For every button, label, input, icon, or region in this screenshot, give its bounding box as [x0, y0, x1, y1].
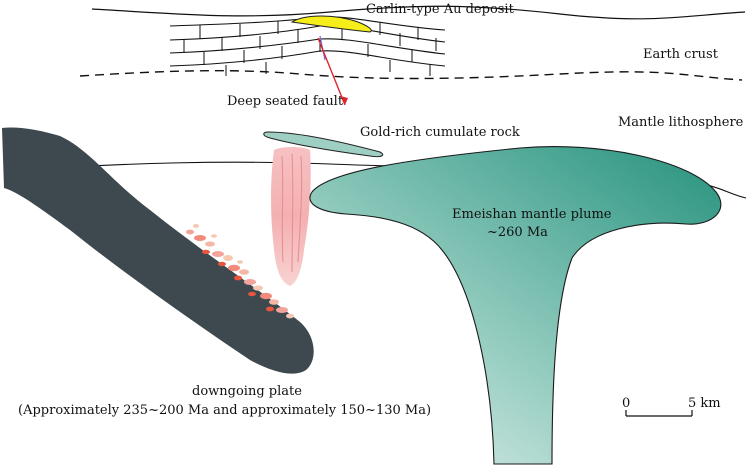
- scale-bar-end-label: 5 km: [688, 396, 721, 411]
- earth-surface-line: [91, 5, 746, 20]
- label-gold-rich-cumulate-rock: Gold-rich cumulate rock: [360, 125, 520, 140]
- emeishan-mantle-plume: [309, 146, 722, 465]
- melt-streaks: [281, 153, 303, 273]
- fault-arrowhead: [340, 96, 348, 105]
- label-plume-age: ~260 Ma: [487, 225, 548, 240]
- label-plate-age: (Approximately 235~200 Ma and approximat…: [18, 403, 431, 418]
- sedimentary-strata: [169, 16, 446, 76]
- scale-bar: [625, 410, 693, 417]
- carlin-au-deposit: [290, 15, 372, 33]
- partial-melt-fragments: [186, 224, 294, 319]
- label-emeishan-mantle-plume: Emeishan mantle plume: [452, 207, 612, 222]
- label-earth-crust: Earth crust: [643, 47, 719, 62]
- gold-rich-cumulate-rock: [263, 131, 384, 158]
- label-mantle-lithosphere: Mantle lithosphere: [618, 115, 744, 130]
- downgoing-plate: [2, 127, 314, 374]
- label-deep-seated-fault: Deep seated fault: [227, 94, 344, 109]
- moho-dashed-line: [79, 69, 743, 81]
- rising-melt-column: [271, 147, 311, 286]
- scale-bar-start-label: 0: [622, 396, 630, 411]
- label-downgoing-plate: downgoing plate: [192, 384, 302, 399]
- label-carlin-au-deposit: Carlin-type Au deposit: [366, 2, 515, 17]
- deep-seated-fault-line: [317, 37, 346, 106]
